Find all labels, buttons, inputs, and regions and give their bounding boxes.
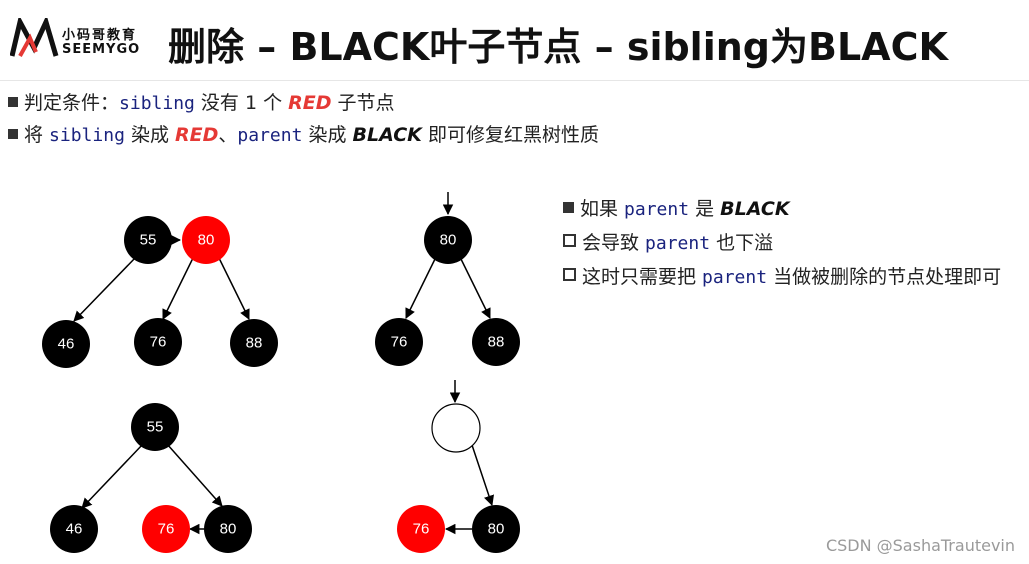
node-88: 88 [230, 319, 278, 367]
header-bar: 小码哥教育 SEEMYGO 删除 – BLACK叶子节点 – sibling为B… [0, 0, 1029, 81]
rule-text: 即可修复红黑树性质 [421, 124, 599, 146]
edge-55-46 [81, 443, 144, 509]
edge-80-76 [405, 256, 437, 319]
square-bullet-icon [8, 129, 18, 139]
note-text: 如果 [580, 198, 625, 220]
watermark: CSDN @SashaTrautevin [825, 536, 1015, 555]
node-label-55: 55 [140, 232, 157, 249]
node-76: 76 [134, 318, 182, 366]
keyword-red: RED [175, 124, 219, 146]
code-parent: parent [645, 233, 711, 254]
edge-55-46 [73, 256, 137, 322]
note-text: 也下溢 [710, 232, 774, 254]
node-55: 55 [131, 403, 179, 451]
edge-empty-80 [471, 444, 494, 506]
node-label-76: 76 [391, 334, 408, 351]
node-label-88: 88 [488, 334, 505, 351]
keyword-black: BLACK [720, 198, 790, 220]
node-label-76: 76 [158, 521, 175, 538]
rule-text: 子节点 [331, 92, 395, 114]
page-title: 删除 – BLACK叶子节点 – sibling为BLACK [168, 25, 948, 69]
code-sibling: sibling [49, 125, 125, 146]
code-parent: parent [624, 199, 690, 220]
rule-text: 判定条件： [24, 92, 120, 114]
note-treat-as-deleted: 这时只需要把 parent 当做被删除的节点处理即可 [563, 262, 1001, 289]
tree-b: 80 76 88 [375, 192, 520, 366]
keyword-red: RED [288, 92, 332, 114]
node-label-80: 80 [488, 521, 505, 538]
edge-80-88 [218, 257, 250, 320]
code-parent: parent [702, 267, 768, 288]
note-text: 这时只需要把 [582, 266, 703, 288]
rule-condition: 判定条件：sibling 没有 1 个 RED 子节点 [8, 88, 395, 115]
rule-text: 、 [218, 124, 238, 146]
empty-node [431, 403, 481, 453]
code-parent: parent [237, 125, 303, 146]
node-88: 88 [472, 318, 520, 366]
node-46: 46 [50, 505, 98, 553]
node-80: 80 [472, 505, 520, 553]
rule-text: 染成 [124, 124, 175, 146]
seemygo-logo-icon [10, 18, 59, 57]
rule-action: 将 sibling 染成 RED、parent 染成 BLACK 即可修复红黑树… [8, 120, 599, 147]
code-sibling: sibling [119, 93, 195, 114]
node-80: 80 [182, 216, 230, 264]
node-label-76: 76 [150, 334, 167, 351]
node-46: 46 [42, 320, 90, 368]
tree-d: 76 80 [397, 380, 520, 553]
hollow-square-bullet-icon [563, 268, 576, 281]
rule-text: 染成 [302, 124, 353, 146]
node-80: 80 [204, 505, 252, 553]
logo-text-en: SEEMYGO [62, 42, 141, 57]
edge-55-80 [166, 443, 223, 507]
square-bullet-icon [563, 202, 574, 213]
logo-text-cn: 小码哥教育 [62, 28, 138, 43]
node-label-80: 80 [198, 232, 215, 249]
node-label-46: 46 [66, 521, 83, 538]
node-55: 55 [124, 216, 172, 264]
node-label-55: 55 [147, 419, 164, 436]
rule-text: 将 [24, 124, 50, 146]
edge-80-76 [162, 257, 194, 320]
node-76: 76 [142, 505, 190, 553]
node-80: 80 [424, 216, 472, 264]
hollow-square-bullet-icon [563, 234, 576, 247]
square-bullet-icon [8, 97, 18, 107]
note-text: 是 [689, 198, 721, 220]
keyword-black: BLACK [352, 124, 422, 146]
edge-80-88 [459, 256, 491, 319]
node-label-76: 76 [413, 521, 430, 538]
tree-a: 55 80 46 76 88 [42, 216, 278, 368]
node-76: 76 [397, 505, 445, 553]
note-parent-black: 如果 parent 是 BLACK [563, 194, 790, 221]
rule-text: 没有 1 个 [194, 92, 289, 114]
node-label-88: 88 [246, 335, 263, 352]
node-76: 76 [375, 318, 423, 366]
node-label-80: 80 [220, 521, 237, 538]
note-text: 当做被删除的节点处理即可 [767, 266, 1002, 288]
tree-c: 55 46 76 80 [50, 403, 252, 553]
note-text: 会导致 [582, 232, 646, 254]
node-label-46: 46 [58, 336, 75, 353]
note-underflow: 会导致 parent 也下溢 [563, 228, 773, 255]
node-label-80: 80 [440, 232, 457, 249]
